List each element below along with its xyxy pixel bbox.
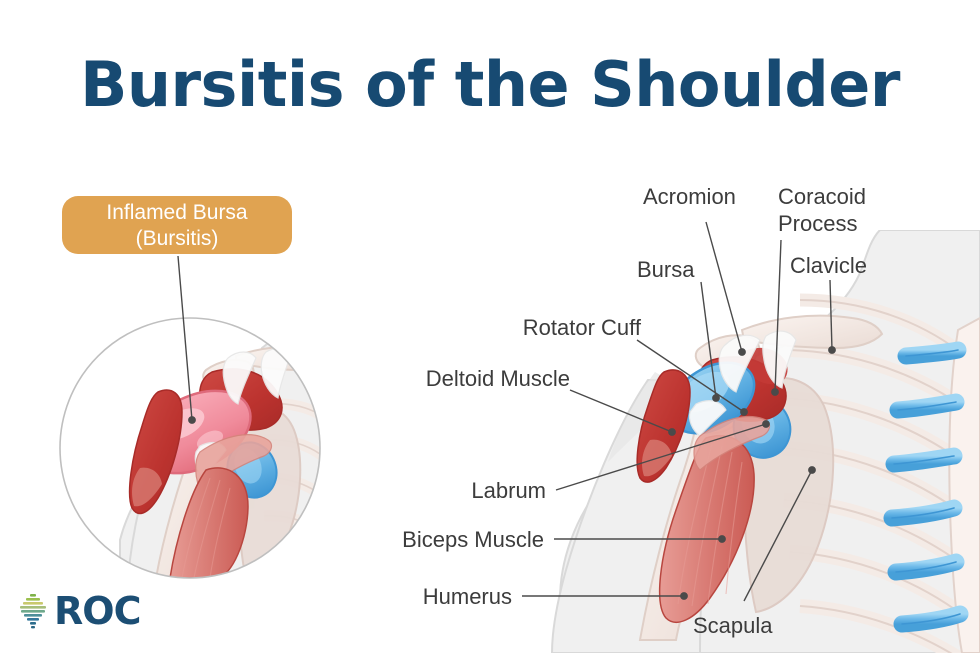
inflamed-bursa-badge: Inflamed Bursa (Bursitis): [62, 196, 292, 254]
label-clavicle: Clavicle: [790, 253, 868, 278]
magnifier-circle: [59, 317, 321, 579]
ligaments: [688, 330, 797, 437]
main-shoulder-anatomy: [550, 230, 980, 653]
page-title: Bursitis of the Shoulder: [80, 48, 900, 121]
badge-line-2: (Bursitis): [135, 227, 219, 250]
roc-wordmark: ROC: [54, 589, 141, 633]
label-humerus: Humerus: [422, 584, 512, 609]
label-biceps-muscle: Biceps Muscle: [402, 527, 544, 552]
label-bursa: Bursa: [637, 257, 695, 282]
costal-cartilages: [883, 341, 969, 633]
label-rotator-cuff: Rotator Cuff: [522, 315, 641, 340]
label-acromion: Acromion: [643, 184, 736, 209]
label-deltoid-muscle: Deltoid Muscle: [425, 366, 570, 391]
striped-diamond-icon: [20, 594, 46, 629]
inflamed-bursa-inset: [59, 317, 321, 579]
roc-logo: ROC: [18, 589, 141, 633]
biceps-tendon: [693, 415, 771, 471]
badge-line-1: Inflamed Bursa: [106, 201, 248, 224]
leader-lines: [177, 221, 836, 602]
label-labrum: Labrum: [471, 478, 546, 503]
biceps-muscle: [658, 435, 755, 623]
label-scapula: Scapula: [693, 613, 773, 638]
label-coracoid-process: Coracoid Process: [778, 184, 867, 236]
